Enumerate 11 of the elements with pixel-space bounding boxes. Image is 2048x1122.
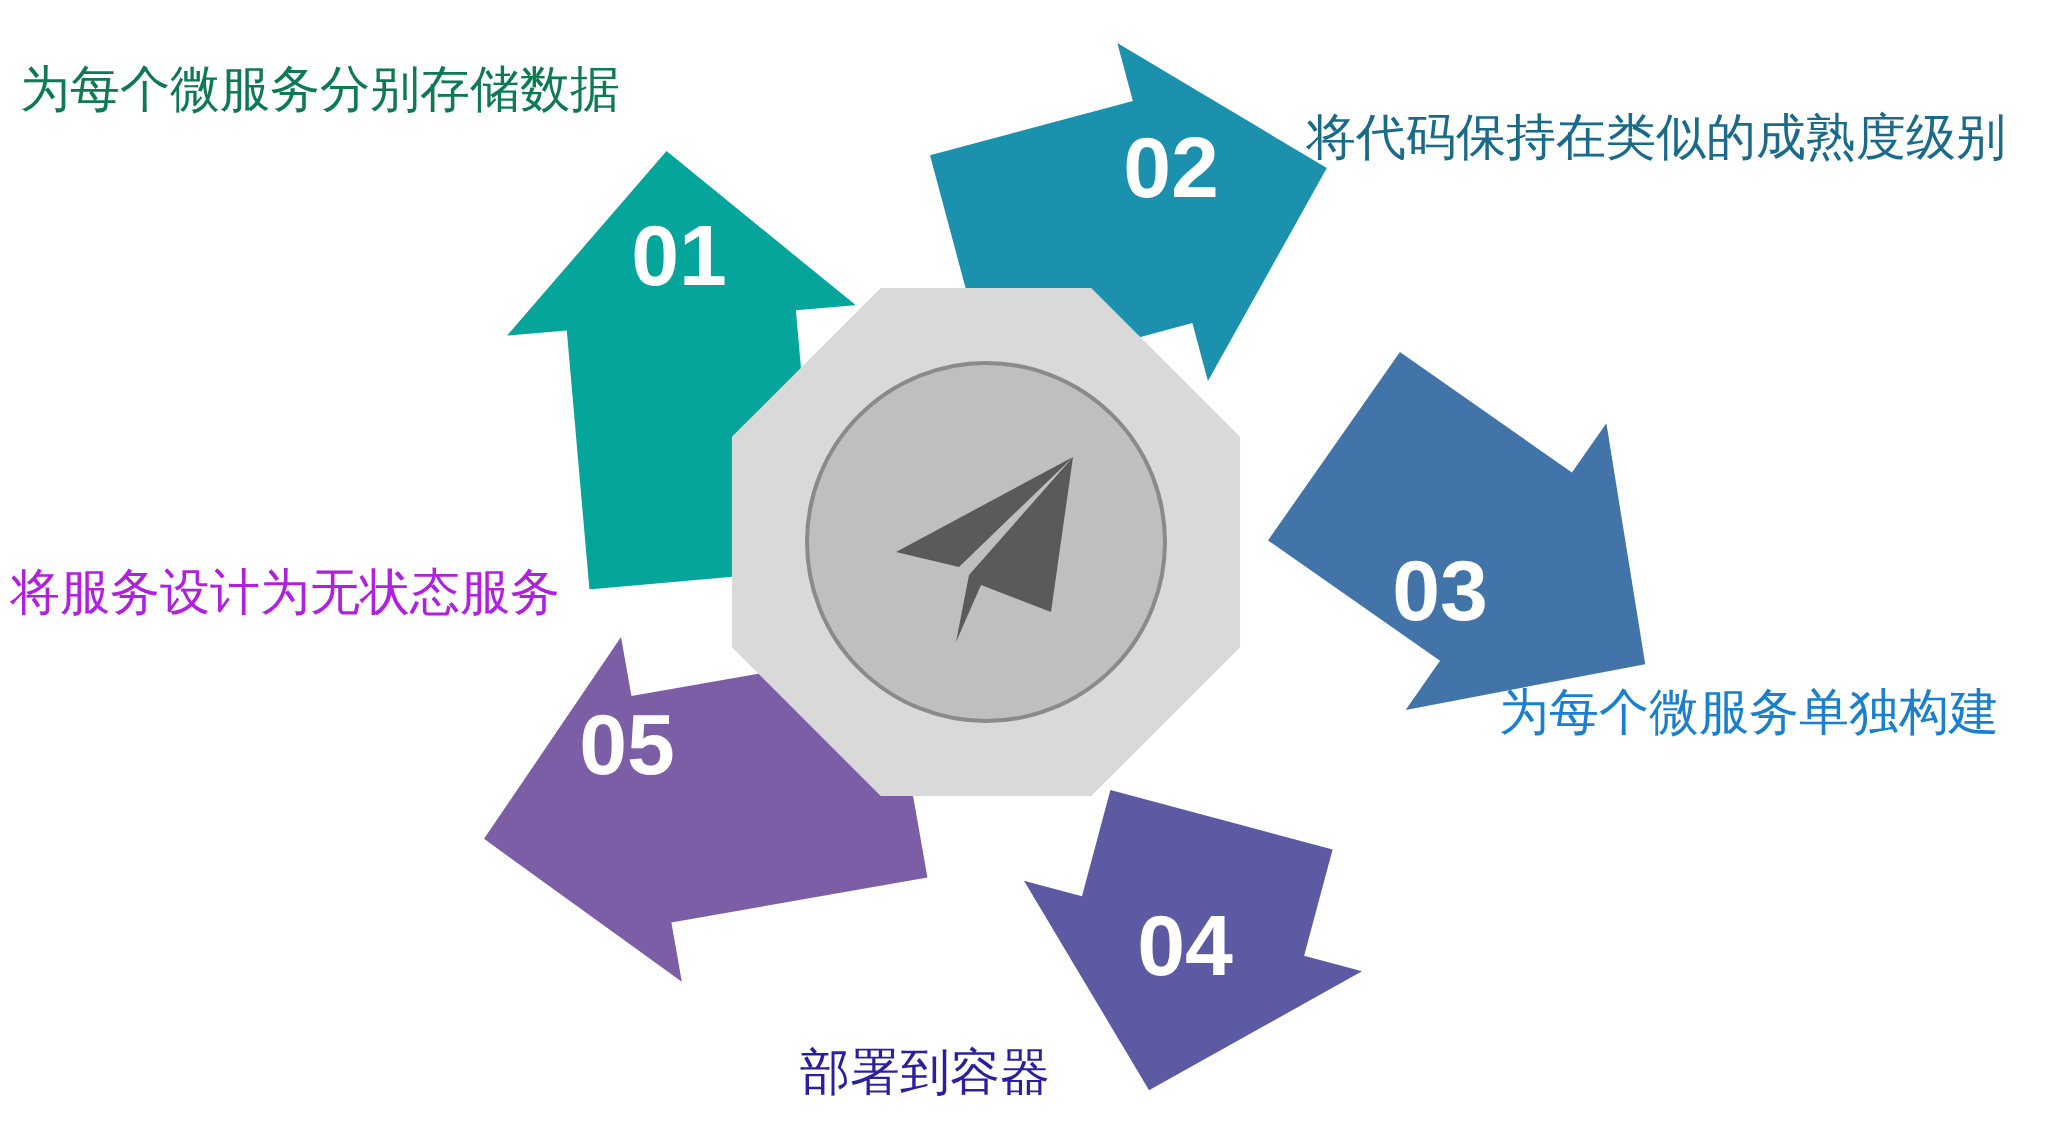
arrow-shape	[484, 637, 928, 983]
step-label: 部署到容器	[800, 1045, 1050, 1100]
step-number: 04	[1137, 902, 1233, 988]
step-label: 将代码保持在类似的成熟度级别	[1306, 110, 2006, 165]
step-number: 03	[1392, 547, 1488, 633]
step-number: 02	[1123, 124, 1219, 210]
step-number: 05	[579, 701, 675, 787]
step-number: 01	[631, 212, 727, 298]
step-label: 为每个微服务单独构建	[1499, 685, 1999, 740]
step-label: 为每个微服务分别存储数据	[20, 62, 620, 117]
step-label: 将服务设计为无状态服务	[10, 565, 560, 620]
